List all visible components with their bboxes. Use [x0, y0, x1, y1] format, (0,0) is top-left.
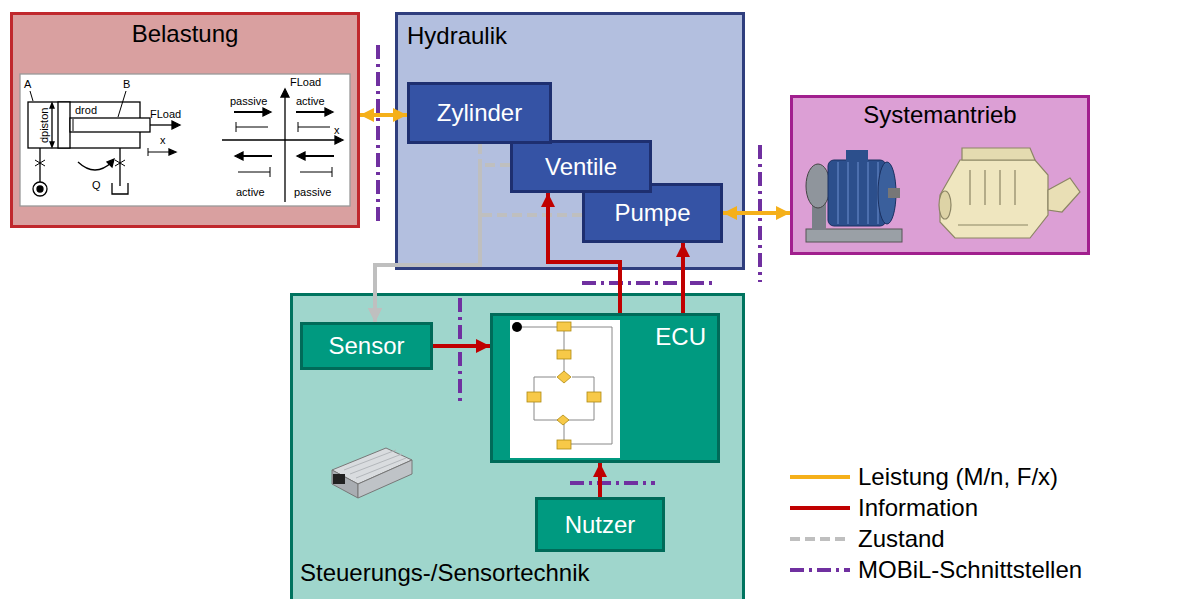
figure-label: active — [236, 186, 265, 199]
figure-label: drod — [75, 104, 97, 117]
control-panel: Steuerungs-/Sensortechnik Sensor ECU Nutzer — [290, 293, 745, 599]
cylinder-illustration — [20, 74, 350, 206]
legend-text: Zustand — [858, 525, 945, 553]
figure-label: B — [123, 78, 130, 91]
panel-title: Hydraulik — [407, 22, 507, 50]
legend-swatch — [790, 467, 850, 487]
hydraulics-panel: HydraulikZylinderVentilePumpe — [395, 12, 745, 270]
information-arrow — [433, 344, 490, 348]
component-box: Zylinder — [407, 82, 552, 144]
figure-label: A — [24, 78, 31, 91]
legend-line — [790, 568, 850, 572]
legend-line — [790, 475, 850, 479]
power-arrow — [360, 113, 407, 117]
component-box-ground — [512, 142, 651, 192]
legend-text: MOBiL-Schnittstellen — [858, 556, 1082, 584]
state-line — [375, 215, 582, 322]
legend-row: Information — [790, 493, 978, 523]
legend-swatch — [790, 498, 850, 518]
component-box-ground — [492, 315, 719, 462]
figure-label: active — [296, 95, 325, 108]
flowchart-illustration — [510, 320, 620, 458]
figure-label: x — [334, 124, 340, 137]
legend-line — [790, 537, 850, 541]
hydraulics-panel-ground — [397, 14, 744, 269]
component-box: Pumpe — [582, 183, 723, 243]
component-box: ECU — [490, 313, 720, 463]
figure-label: passive — [230, 95, 267, 108]
control-panel-ground — [292, 295, 744, 599]
electric-motor-illustration — [806, 150, 902, 242]
power-arrow — [723, 211, 790, 215]
legend-text: Leistung (M/n, F/x) — [858, 463, 1058, 491]
panel-title: Systemantrieb — [863, 101, 1016, 129]
box-label: Ventile — [545, 153, 617, 181]
load-panel-ground — [12, 14, 359, 227]
component-box: Sensor — [300, 322, 433, 370]
figure-label: FLoad — [290, 76, 321, 89]
component-box-ground — [584, 185, 722, 242]
component-box: Nutzer — [535, 497, 665, 552]
figure-label: FLoad — [150, 108, 181, 121]
information-arrow — [598, 463, 602, 497]
information-arrow — [681, 243, 685, 313]
panel-title: Steuerungs-/Sensortechnik — [300, 559, 590, 587]
drive-panel-ground — [792, 97, 1089, 254]
legend-swatch — [790, 529, 850, 549]
figure-label: Q — [92, 179, 101, 192]
component-box-ground — [537, 499, 664, 551]
state-line — [375, 165, 510, 322]
combustion-engine-illustration — [939, 148, 1080, 238]
box-label: ECU — [655, 323, 706, 351]
information-arrow — [548, 193, 620, 313]
box-label: Pumpe — [614, 199, 690, 227]
box-label: Nutzer — [565, 511, 636, 539]
legend-text: Information — [858, 494, 978, 522]
state-line — [375, 144, 480, 322]
box-label: Zylinder — [437, 99, 522, 127]
figure-label: passive — [294, 186, 331, 199]
drive-panel: Systemantrieb — [790, 95, 1090, 255]
legend-row: Zustand — [790, 524, 945, 554]
legend-swatch — [790, 560, 850, 580]
ecu-device-illustration — [332, 448, 412, 498]
figure-label: x — [160, 134, 166, 147]
legend-row: Leistung (M/n, F/x) — [790, 462, 1058, 492]
component-box-ground — [409, 84, 551, 143]
box-label: Sensor — [328, 332, 404, 360]
component-box-ground — [302, 324, 432, 369]
legend-row: MOBiL-Schnittstellen — [790, 555, 1082, 585]
legend-line — [790, 506, 850, 510]
figure-label: dpiston — [39, 107, 52, 142]
component-box: Ventile — [510, 140, 652, 193]
panel-title: Belastung — [132, 20, 239, 48]
